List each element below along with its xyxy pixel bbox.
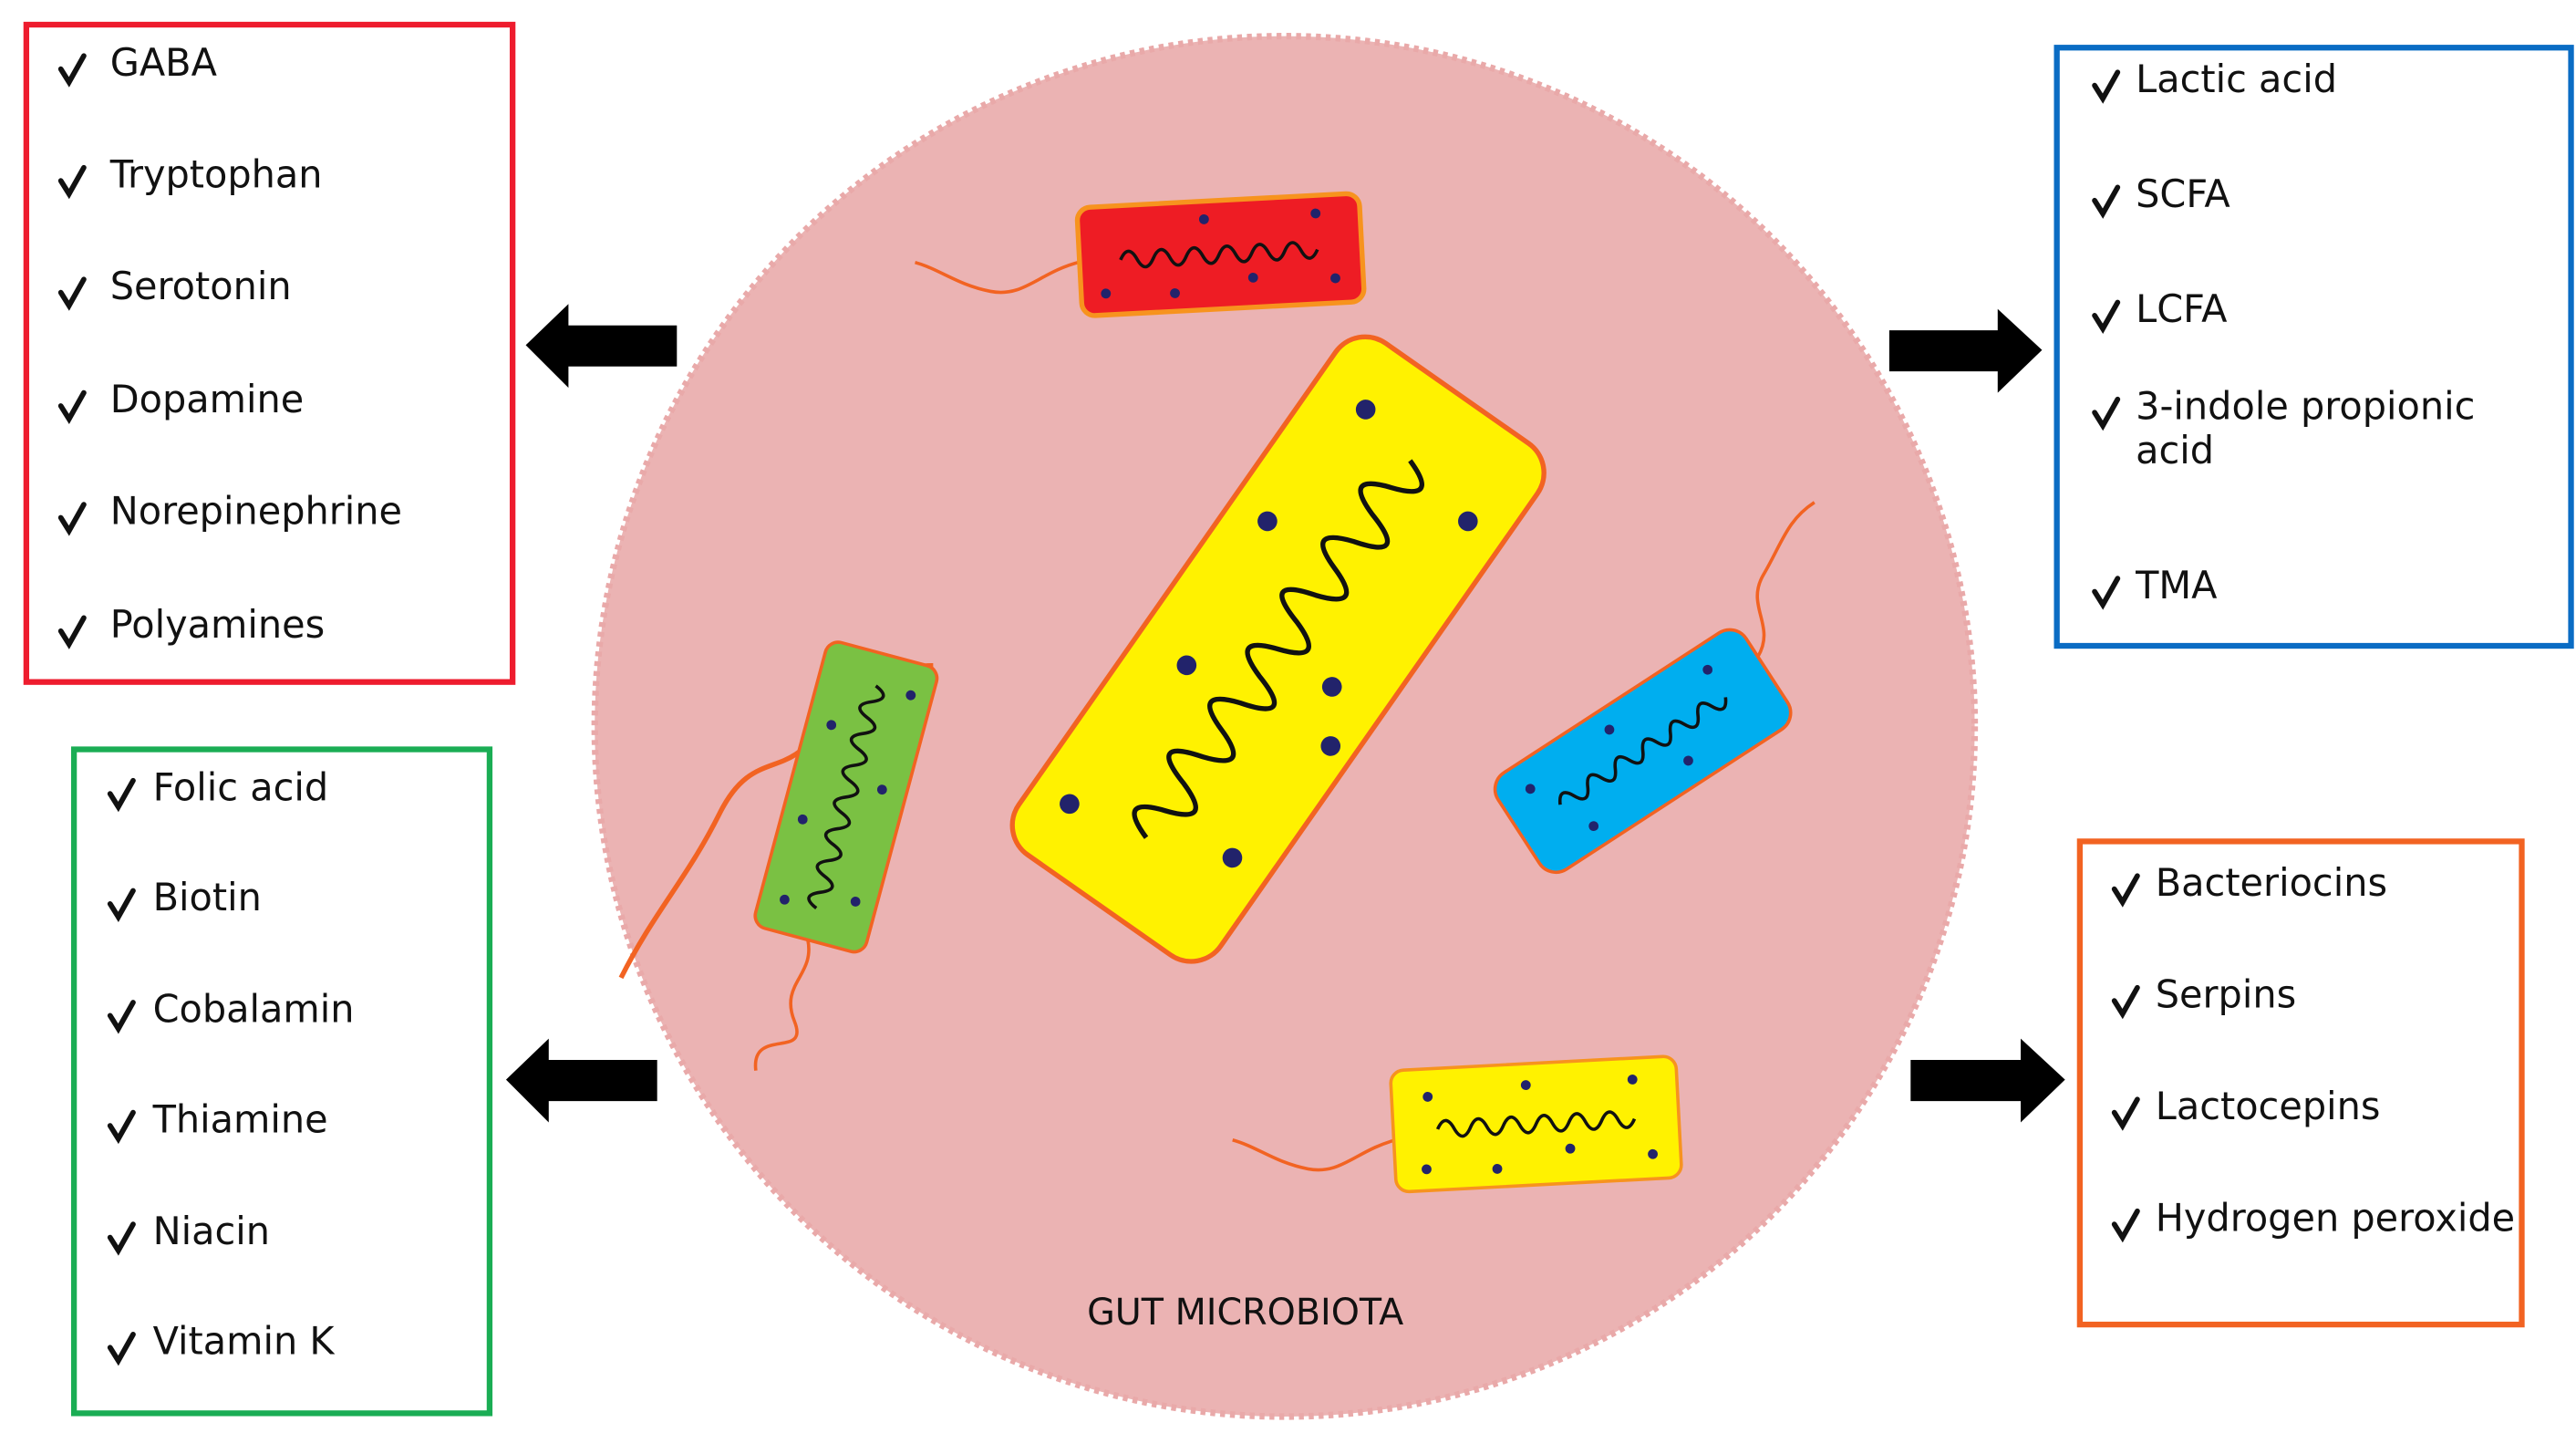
- antimicrobials-item: Lactocepins: [2156, 1085, 2381, 1128]
- vitamins-item: Niacin: [153, 1210, 270, 1253]
- antimicrobials-box: [2076, 838, 2525, 1328]
- neurotransmitters-item: Norepinephrine: [110, 490, 402, 534]
- antimicrobials-item: Serpins: [2156, 972, 2296, 1016]
- vitamins-box: [70, 746, 493, 1417]
- antimicrobials-item: Bacteriocins: [2156, 861, 2387, 905]
- vitamins-item: Cobalamin: [153, 988, 355, 1032]
- bacterium-red: [915, 191, 1367, 318]
- vitamins-item: Thiamine: [152, 1097, 328, 1141]
- bacterium-yellow-large: [618, 334, 1547, 980]
- vitamins-item: Folic acid: [153, 765, 329, 809]
- arrow-right-icon: [1910, 1038, 2065, 1123]
- acids-item: Lactic acid: [2136, 57, 2337, 101]
- neurotransmitters-item: Dopamine: [110, 378, 305, 421]
- arrow-left-icon: [525, 304, 678, 389]
- neurotransmitters-item: Serotonin: [110, 265, 292, 308]
- neurotransmitters-item: Tryptophan: [109, 152, 323, 196]
- vitamins-item: Biotin: [153, 876, 262, 919]
- arrow-right-icon: [1888, 308, 2043, 393]
- neurotransmitters-item: GABA: [110, 41, 217, 85]
- acids-item: LCFA: [2136, 287, 2227, 331]
- bacterium-yellow-small: [1232, 1054, 1683, 1194]
- vitamins-item: Vitamin K: [153, 1320, 336, 1364]
- arrow-left-icon: [505, 1038, 657, 1123]
- center-label: GUT MICROBIOTA: [1087, 1292, 1403, 1334]
- bacterium-green: [753, 640, 939, 1071]
- acids-item: 3-indole propionic: [2136, 384, 2475, 428]
- neurotransmitters-box: [23, 21, 516, 685]
- neurotransmitters-item: Polyamines: [110, 603, 325, 647]
- antimicrobials-item: Hydrogen peroxide: [2156, 1196, 2515, 1240]
- bacterium-blue: [1493, 501, 1816, 875]
- acids-item: SCFA: [2136, 172, 2230, 216]
- acids-item: TMA: [2135, 564, 2217, 607]
- acids-box: [2054, 45, 2574, 649]
- acids-item: acid: [2136, 429, 2214, 472]
